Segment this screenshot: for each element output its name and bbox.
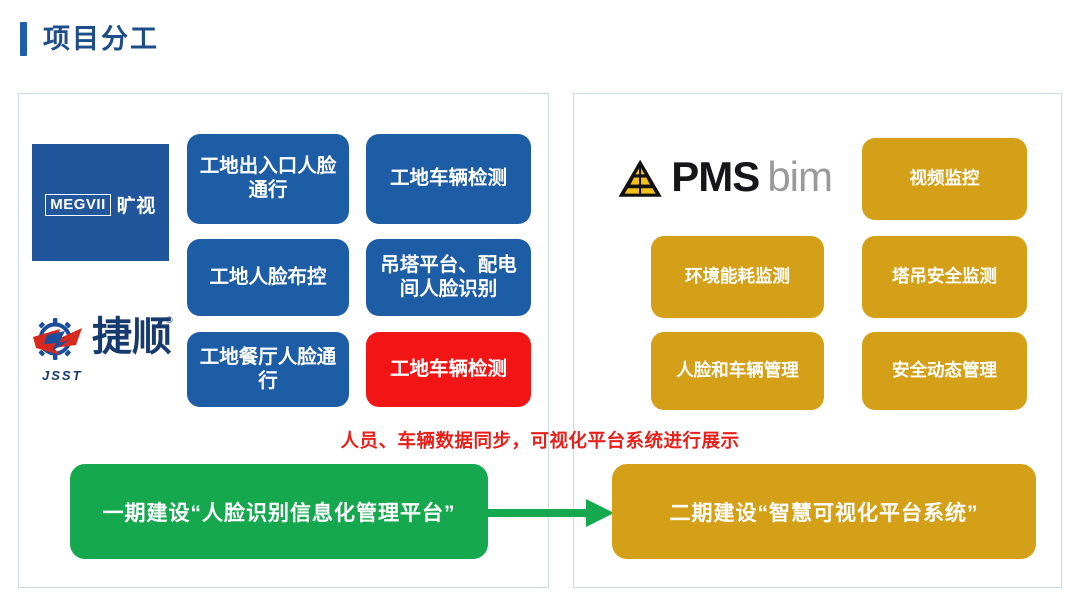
card-environment-energy-monitor[interactable]: 环境能耗监测 <box>651 236 824 318</box>
banner-phase-one[interactable]: 一期建设“人脸识别信息化管理平台” <box>70 464 488 559</box>
pmsbim-triangle-icon <box>618 159 662 197</box>
jsst-logo: 捷顺 ® JSST <box>30 313 175 391</box>
card-face-and-vehicle-management[interactable]: 人脸和车辆管理 <box>651 332 824 410</box>
page-title: 项目分工 <box>20 22 159 56</box>
phase-flow-arrow-icon <box>486 499 614 527</box>
megvii-chinese-name: 旷视 <box>116 196 156 217</box>
title-text: 项目分工 <box>43 23 159 54</box>
jsst-chinese-name: 捷顺 <box>92 315 172 359</box>
card-video-surveillance[interactable]: 视频监控 <box>862 138 1027 220</box>
card-tower-crane-face-recognition[interactable]: 吊塔平台、配电间人脸识别 <box>366 239 531 316</box>
jsst-abbreviation: JSST <box>42 368 83 383</box>
card-site-vehicle-detection-highlight[interactable]: 工地车辆检测 <box>366 332 531 407</box>
megvii-wordmark: MEGVII <box>45 193 111 216</box>
pmsbim-logo: PMS bim <box>617 149 833 209</box>
bim-wordmark: bim <box>767 153 833 200</box>
card-site-face-control[interactable]: 工地人脸布控 <box>187 239 349 316</box>
card-site-vehicle-detection[interactable]: 工地车辆检测 <box>366 134 531 224</box>
card-safety-dynamic-management[interactable]: 安全动态管理 <box>862 332 1027 410</box>
card-site-gate-face-access[interactable]: 工地出入口人脸通行 <box>187 134 349 224</box>
pms-wordmark: PMS <box>671 153 760 200</box>
title-accent-bar <box>20 22 27 56</box>
card-tower-crane-safety-monitor[interactable]: 塔吊安全监测 <box>862 236 1027 318</box>
megvii-logo: MEGVII 旷视 <box>32 144 169 261</box>
card-canteen-face-access[interactable]: 工地餐厅人脸通行 <box>187 332 349 407</box>
jsst-gear-emblem <box>33 318 82 360</box>
sync-caption: 人员、车辆数据同步，可视化平台系统进行展示 <box>340 430 740 451</box>
banner-phase-two[interactable]: 二期建设“智慧可视化平台系统” <box>612 464 1036 559</box>
registered-mark-icon: ® <box>166 315 173 325</box>
